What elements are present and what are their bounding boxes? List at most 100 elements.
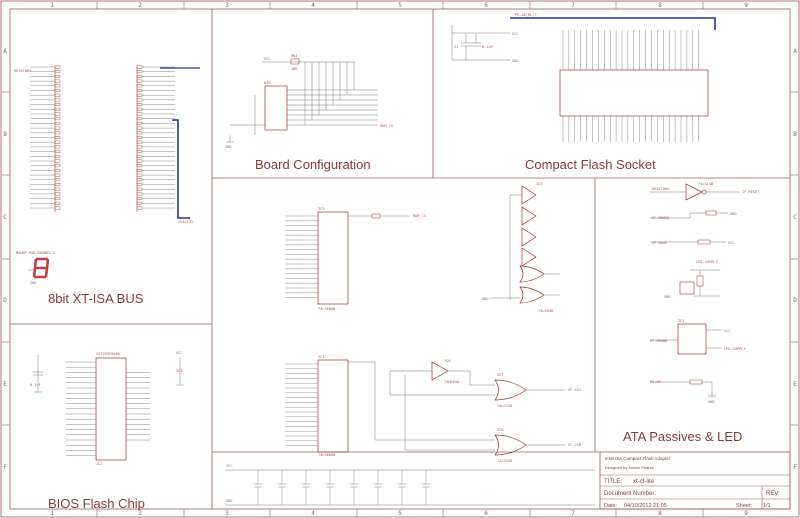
isa-pad-b <box>136 89 143 92</box>
isa-pad-a <box>54 187 61 191</box>
grid-col-8-bottom: 8 <box>658 510 662 517</box>
grid-row-f-right: F <box>793 464 797 471</box>
isa-pad-b <box>136 164 143 168</box>
u2-ref: IC4 <box>318 355 325 359</box>
isa-pad-b <box>136 159 143 163</box>
mount-pad-label: MOUNT-PAD-ROUND3.2 <box>16 251 55 255</box>
ata-dmarq: CF-DMARQ <box>652 216 669 220</box>
isa-pad-b <box>136 70 143 74</box>
cap-array <box>254 470 430 505</box>
isa-pad-b <box>136 206 143 210</box>
grid-col-5: 5 <box>398 2 402 9</box>
isa-pad-b <box>136 150 143 153</box>
isa-pad-a <box>54 136 61 139</box>
address-decoder-2: IC4 74LS688N <box>285 355 349 457</box>
grid-col-6: 6 <box>484 2 488 9</box>
bios-flash-chip: SST39SF0x0A IC2 0.1uF VCC IC1 <box>30 351 184 466</box>
cf-vcc-label: VCC <box>512 32 519 36</box>
isa-pad-b <box>136 187 143 191</box>
cf-cap-label-b: 0.1uF <box>482 45 493 49</box>
ata-led-supply-2: LED-SUPPLY <box>724 347 746 351</box>
isa-pad-a <box>54 201 61 205</box>
isa-pad-a <box>54 79 61 83</box>
u2-part: 74LS688N <box>318 453 335 457</box>
isa-pad-a <box>54 112 61 116</box>
bios-chip-ref: IC2 <box>96 462 103 466</box>
isa-pad-b <box>136 126 143 130</box>
mount-gnd-label: GND <box>30 281 37 285</box>
tb-designer: Designed by James Pearce <box>605 465 655 470</box>
config-rom-cs: ROM_CS <box>380 124 393 128</box>
isa-pad-b <box>136 131 143 135</box>
isa-pad-b <box>136 74 143 78</box>
grid-col-3: 3 <box>225 2 229 9</box>
grid-row-d-right: D <box>793 297 797 304</box>
grid-col-6-bottom: 6 <box>484 510 488 517</box>
config-gnd-label: GND <box>225 145 232 149</box>
ata-dasp: CF-DASP <box>652 241 667 245</box>
ata-cf-reset: CF-RESET <box>742 190 760 194</box>
inv-ref: IC5 <box>536 182 543 186</box>
isa-pad-b <box>136 183 143 186</box>
grid-row-a-right: A <box>793 48 797 55</box>
inv-part: 74LS04D <box>538 309 553 313</box>
inv2-part: 74HC04D <box>444 380 459 384</box>
grid-col-5-bottom: 5 <box>398 510 402 517</box>
cf-oe-tag: PC-OE(RL)7 <box>515 13 537 17</box>
grid-row-c: C <box>3 214 7 221</box>
tb-docnum: Document Number: <box>604 491 656 497</box>
tb-sheet-value: 1/1 <box>763 503 771 509</box>
isa-pad-a <box>54 183 61 186</box>
cf-cs0-label: CF-CS0 <box>568 443 581 447</box>
ata-passives-title: ATA Passives & LED <box>623 429 742 444</box>
cf-socket: PC-OE(RL)7 C1 0.1uF VCC GND <box>451 13 716 142</box>
bios-ic-label: IC1 <box>176 369 183 373</box>
ata-passives: RESETDRV CF-RESET 74LS14D CF-DMARQ GND C… <box>650 182 760 404</box>
title-block: 8-bit ISA Compact Flash Adapter Designed… <box>599 451 791 510</box>
inv-gnd: GND <box>482 297 489 301</box>
config-vcc-label: VCC <box>264 57 271 61</box>
isa-pad-a <box>54 98 61 102</box>
grid-row-f: F <box>3 464 7 471</box>
ata-led-supply: LED-SUPPLY <box>696 260 718 264</box>
gate1-ref: IC7 <box>497 373 504 377</box>
ata-led-ref: IC1 <box>678 319 685 323</box>
cf-gnd-label: GND <box>512 59 519 63</box>
grid-row-d: D <box>3 297 7 304</box>
isa-pad-a <box>54 164 61 168</box>
isa-pad-a <box>54 159 61 163</box>
isa-pad-a <box>54 84 61 88</box>
isa-pad-a <box>54 140 61 144</box>
grid-col-7: 7 <box>571 2 575 9</box>
grid-row-a: A <box>3 48 7 55</box>
rail-gnd: GND <box>226 499 233 503</box>
isa-pad-a <box>54 70 61 74</box>
grid-col-1-bottom: 1 <box>50 510 54 517</box>
address-decoder-1: IC3 74LS688N ROM_CS <box>285 207 426 311</box>
isa-pad-b <box>136 145 143 149</box>
isa-reset-label: RESETDRV <box>14 69 32 73</box>
grid-row-e-right: E <box>793 381 797 388</box>
grid-row-b: B <box>3 131 7 138</box>
cs-gates <box>348 361 565 456</box>
bios-cap-label: 0.1uF <box>30 383 41 387</box>
isa-pad-a <box>54 74 61 78</box>
isa-connector: ISA(I3) RESETDRV <box>14 65 200 224</box>
isa-pad-b <box>136 117 143 121</box>
isa-pad-b <box>136 93 143 97</box>
board-config-title: Board Configuration <box>255 157 371 172</box>
grid-row-c-right: C <box>793 214 797 221</box>
isa-pad-b <box>136 98 143 102</box>
gate2-ref: IC8 <box>497 428 504 432</box>
ata-reg-in: CF-DMARQ <box>650 339 667 343</box>
isa-pad-a <box>54 168 61 172</box>
gate2-part: 74LS32D <box>497 459 512 463</box>
dip-switch <box>264 85 288 131</box>
dip-label: DIP <box>264 81 271 85</box>
isa-pad-a <box>54 131 61 135</box>
ata-inv-ref: 74LS14D <box>698 182 713 186</box>
cf-cap-label-a: C1 <box>454 45 458 49</box>
isa-pad-a <box>54 197 61 200</box>
ata-reset-in: RESETDRV <box>652 187 670 191</box>
